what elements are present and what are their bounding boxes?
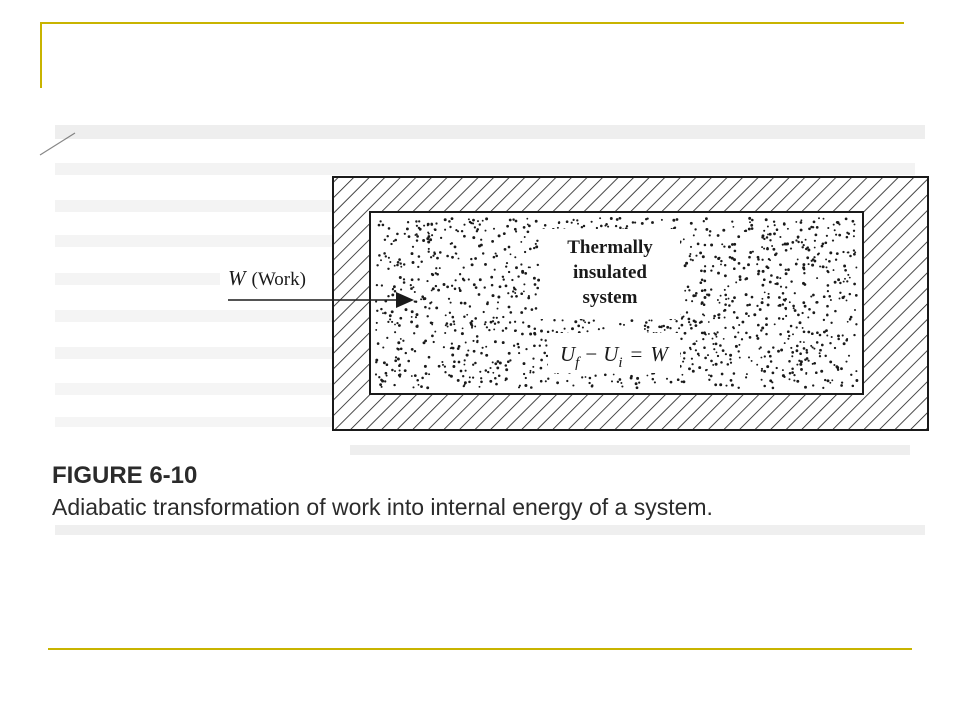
figure-title: FIGURE 6-10: [52, 462, 197, 489]
left-decorative-rule: [40, 22, 42, 88]
equation-backdrop: [548, 333, 680, 373]
energy-equation: Uf−Ui=W: [560, 342, 670, 371]
system-label-line-2: insulated: [573, 262, 647, 283]
work-label: W(Work): [228, 266, 306, 290]
figure-caption: Adiabatic transformation of work into in…: [52, 494, 713, 520]
system-label-line-1: Thermally: [567, 237, 653, 258]
scanned-figure: Thermally insulated system Uf−Ui=W W(Wor…: [39, 125, 929, 535]
bottom-decorative-rule: [48, 648, 912, 650]
work-label-backdrop: [220, 261, 332, 291]
system-label-line-3: system: [583, 287, 638, 308]
top-decorative-rule: [40, 22, 904, 24]
label-backdrop: [540, 229, 680, 319]
work-arrow-head: [396, 292, 414, 308]
